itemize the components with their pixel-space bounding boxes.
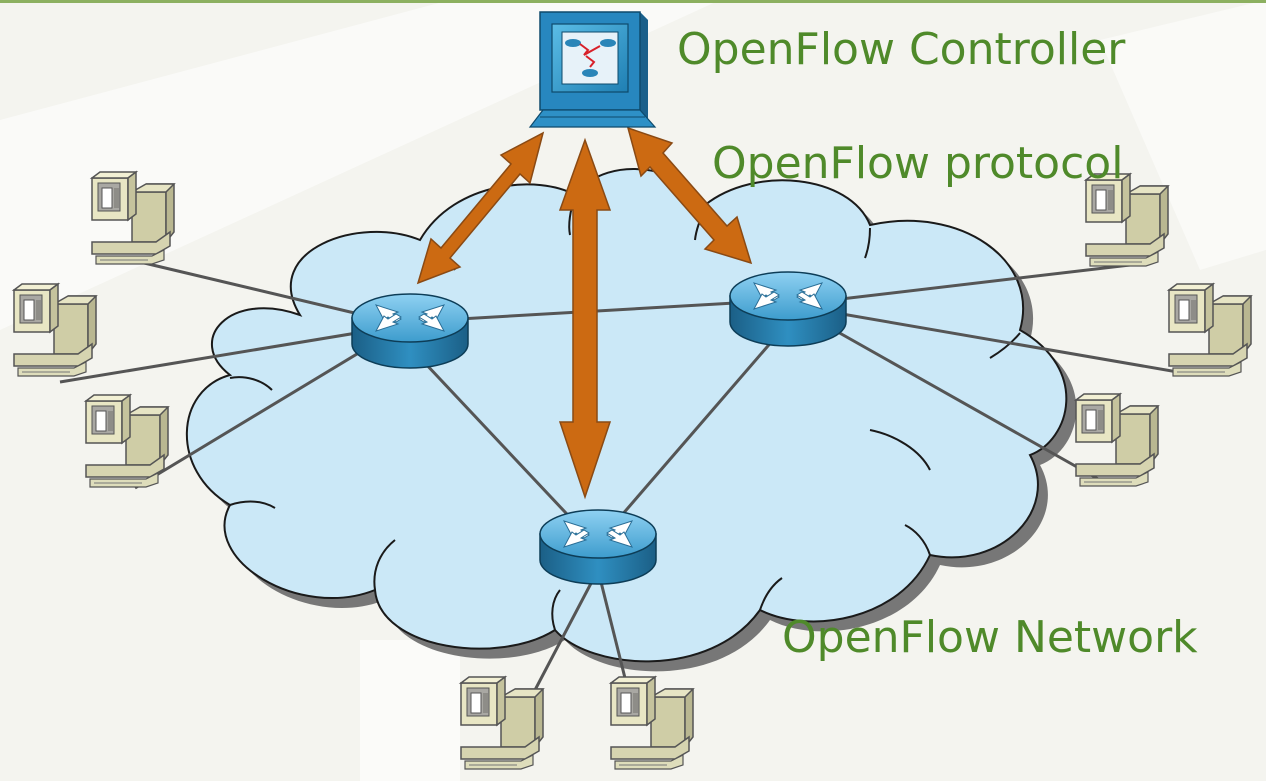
desktop-host-icon bbox=[91, 171, 175, 265]
desktop-host-icon bbox=[460, 676, 544, 770]
desktop-host-icon bbox=[610, 676, 694, 770]
network-label: OpenFlow Network bbox=[782, 612, 1198, 663]
router-icon bbox=[351, 293, 469, 369]
arrow-controller-router-right bbox=[626, 126, 753, 265]
top-rule bbox=[0, 0, 1266, 3]
link-router-right-router-bottom bbox=[594, 324, 788, 546]
link-host bbox=[59, 323, 406, 384]
network-cloud bbox=[185, 168, 1077, 672]
link-router-left-router-bottom bbox=[406, 343, 598, 547]
router-icon bbox=[729, 271, 847, 347]
link-host bbox=[596, 569, 630, 691]
desktop-host-icon bbox=[13, 283, 97, 377]
protocol-label: OpenFlow protocol bbox=[712, 138, 1124, 189]
controller-workstation-icon bbox=[528, 11, 657, 128]
link-host bbox=[789, 303, 1196, 377]
link-host bbox=[533, 569, 600, 691]
router-icon bbox=[539, 509, 657, 585]
desktop-host-icon bbox=[1075, 393, 1159, 487]
controller-label: OpenFlow Controller bbox=[677, 24, 1126, 75]
protocol-arrows bbox=[416, 126, 753, 500]
arrow-controller-router-bottom bbox=[558, 137, 612, 500]
link-host bbox=[789, 303, 1101, 482]
arrow-controller-router-left bbox=[416, 131, 545, 285]
desktop-host-icon bbox=[1168, 283, 1252, 377]
desktop-host-icon bbox=[85, 394, 169, 488]
